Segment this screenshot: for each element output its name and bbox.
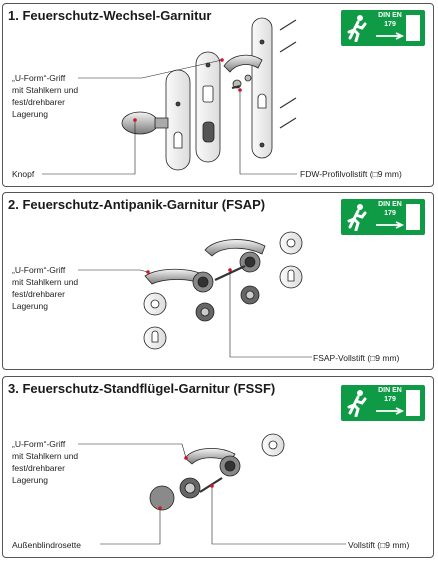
handle-label-line: mit Stahlkern und (12, 85, 79, 95)
door-icon (406, 390, 420, 416)
knob (121, 111, 159, 135)
section-3-title: 3. Feuerschutz-Standflügel-Garnitur (FSS… (8, 381, 276, 396)
pin-label-2: FSAP-Vollstift (□9 mm) (313, 353, 400, 363)
pin-label-1: FDW-Profilvollstift (□9 mm) (300, 169, 402, 179)
handle-label-line: Lagerung (12, 475, 48, 485)
sign-number-label: 179 (384, 396, 396, 403)
back-plate (251, 17, 273, 159)
sign-number-label: 179 (384, 21, 396, 28)
handle-label-line: mit Stahlkern und (12, 277, 79, 287)
arrow-right-icon (376, 407, 405, 415)
knob-label: Knopf (12, 169, 35, 179)
handle-label-line: fest/drehbarer (12, 97, 65, 107)
handle-label-3: „U-Form“-Griff mit Stahlkern und fest/dr… (12, 438, 78, 486)
running-man-icon (347, 204, 367, 231)
sign-din-label: DIN EN (378, 12, 402, 19)
handle-label-2: „U-Form“-Griff mit Stahlkern und fest/dr… (12, 264, 78, 312)
exit-sign-3: DIN EN 179 (341, 385, 425, 421)
u-handle (223, 54, 263, 73)
door-icon (406, 15, 420, 41)
front-plate (165, 69, 191, 171)
rosette-label: Außenblindrosette (12, 540, 81, 550)
u-handle-upper (204, 239, 266, 257)
middle-plate (195, 51, 221, 163)
sign-number-label: 179 (384, 210, 396, 217)
section-1-drawing (42, 17, 297, 175)
door-icon (406, 204, 420, 230)
handle-label-line: Lagerung (12, 301, 48, 311)
handle-label-line: fest/drehbarer (12, 289, 65, 299)
callout-lines (42, 59, 297, 175)
screws (279, 19, 297, 129)
arrow-right-icon (376, 32, 405, 40)
exit-sign-1: DIN EN 179 (341, 10, 425, 46)
running-man-icon (347, 390, 367, 417)
handle-label-line: „U-Form“-Griff (12, 265, 66, 275)
section-2-title: 2. Feuerschutz-Antipanik-Garnitur (FSAP) (8, 197, 266, 212)
handle-label-line: „U-Form“-Griff (12, 439, 66, 449)
arrow-right-icon (376, 221, 405, 229)
handle-label-line: mit Stahlkern und (12, 451, 79, 461)
section-3-drawing (78, 433, 346, 545)
pin-label-3: Vollstift (□9 mm) (348, 540, 410, 550)
running-man-icon (347, 15, 367, 42)
sign-din-label: DIN EN (378, 387, 402, 394)
handle-label-line: fest/drehbarer (12, 463, 65, 473)
sign-din-label: DIN EN (378, 201, 402, 208)
exit-sign-2: DIN EN 179 (341, 199, 425, 235)
handle-label-1: „U-Form“-Griff mit Stahlkern und fest/dr… (12, 72, 78, 120)
blind-rosette (149, 485, 175, 511)
section-1-title: 1. Feuerschutz-Wechsel-Garnitur (8, 8, 212, 23)
profile-cylinder-cutout (257, 93, 267, 109)
section-2-drawing (78, 231, 312, 358)
handle-label-line: „U-Form“-Griff (12, 73, 66, 83)
handle-label-line: Lagerung (12, 109, 48, 119)
